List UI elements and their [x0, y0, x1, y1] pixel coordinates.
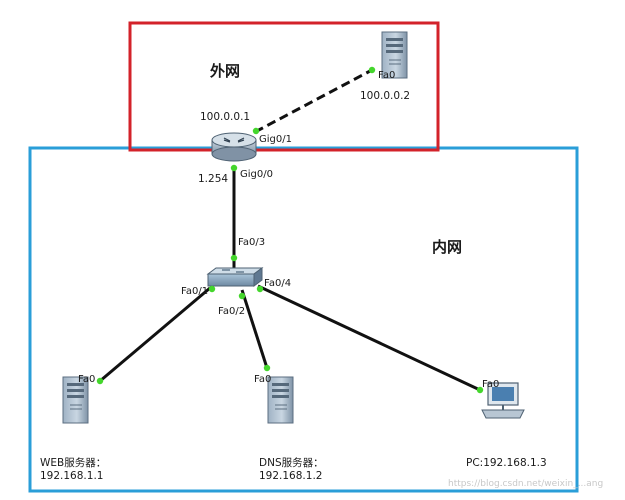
switch-port-fa03: Fa0/3: [238, 237, 265, 248]
external-server-ip: 100.0.0.2: [360, 90, 410, 102]
switch-icon[interactable]: [206, 267, 264, 287]
web-server-ip: 192.168.1.1: [40, 470, 103, 482]
web-server-port: Fa0: [78, 374, 95, 385]
port-dot-switch-fa03: [230, 254, 238, 262]
watermark-text: https://blog.csdn.net/weixin_...ang: [448, 479, 603, 489]
router-port-gig01: Gig0/1: [259, 134, 292, 145]
web-server-label: WEB服务器：: [40, 456, 106, 469]
port-dot-switch-fa01: [208, 285, 216, 293]
external-zone-title: 外网: [209, 62, 240, 80]
link-switch-web-server: [99, 286, 211, 383]
switch-port-fa02: Fa0/2: [218, 306, 245, 317]
port-dot-switch-fa04: [256, 285, 264, 293]
dns-server-icon[interactable]: [267, 376, 294, 424]
port-dot-router-gig01: [252, 127, 260, 135]
external-server-port: Fa0: [378, 70, 395, 81]
external-server-icon[interactable]: [381, 31, 408, 79]
pc-port: Fa0: [482, 379, 499, 390]
web-server-icon[interactable]: [62, 376, 89, 424]
router-port-gig00: Gig0/0: [240, 169, 273, 180]
switch-port-fa01: Fa0/1: [181, 286, 208, 297]
switch-port-fa04: Fa0/4: [264, 278, 291, 289]
dns-server-label: DNS服务器：: [259, 456, 324, 469]
pc-icon[interactable]: [481, 382, 525, 419]
internal-zone-title: 内网: [432, 238, 462, 256]
router-icon[interactable]: [211, 132, 257, 162]
port-dot-external-fa0: [368, 66, 376, 74]
dns-server-ip: 192.168.1.2: [259, 470, 322, 482]
external-zone-border: [128, 21, 440, 152]
link-switch-dns-server: [240, 289, 269, 369]
port-dot-dns-fa0: [263, 364, 271, 372]
dns-server-port: Fa0: [254, 374, 271, 385]
router-internal-ip: 1.254: [198, 173, 228, 185]
link-switch-pc: [257, 284, 481, 392]
link-router-external-server: [254, 68, 373, 134]
pc-label: PC:192.168.1.3: [466, 457, 547, 469]
port-indicators: [96, 66, 484, 394]
port-dot-web-fa0: [96, 377, 104, 385]
router-external-ip: 100.0.0.1: [200, 111, 250, 123]
port-dot-pc-fa0: [476, 386, 484, 394]
internal-zone-border: [28, 146, 579, 493]
port-dot-switch-fa02: [238, 292, 246, 300]
port-dot-router-gig00: [230, 164, 238, 172]
